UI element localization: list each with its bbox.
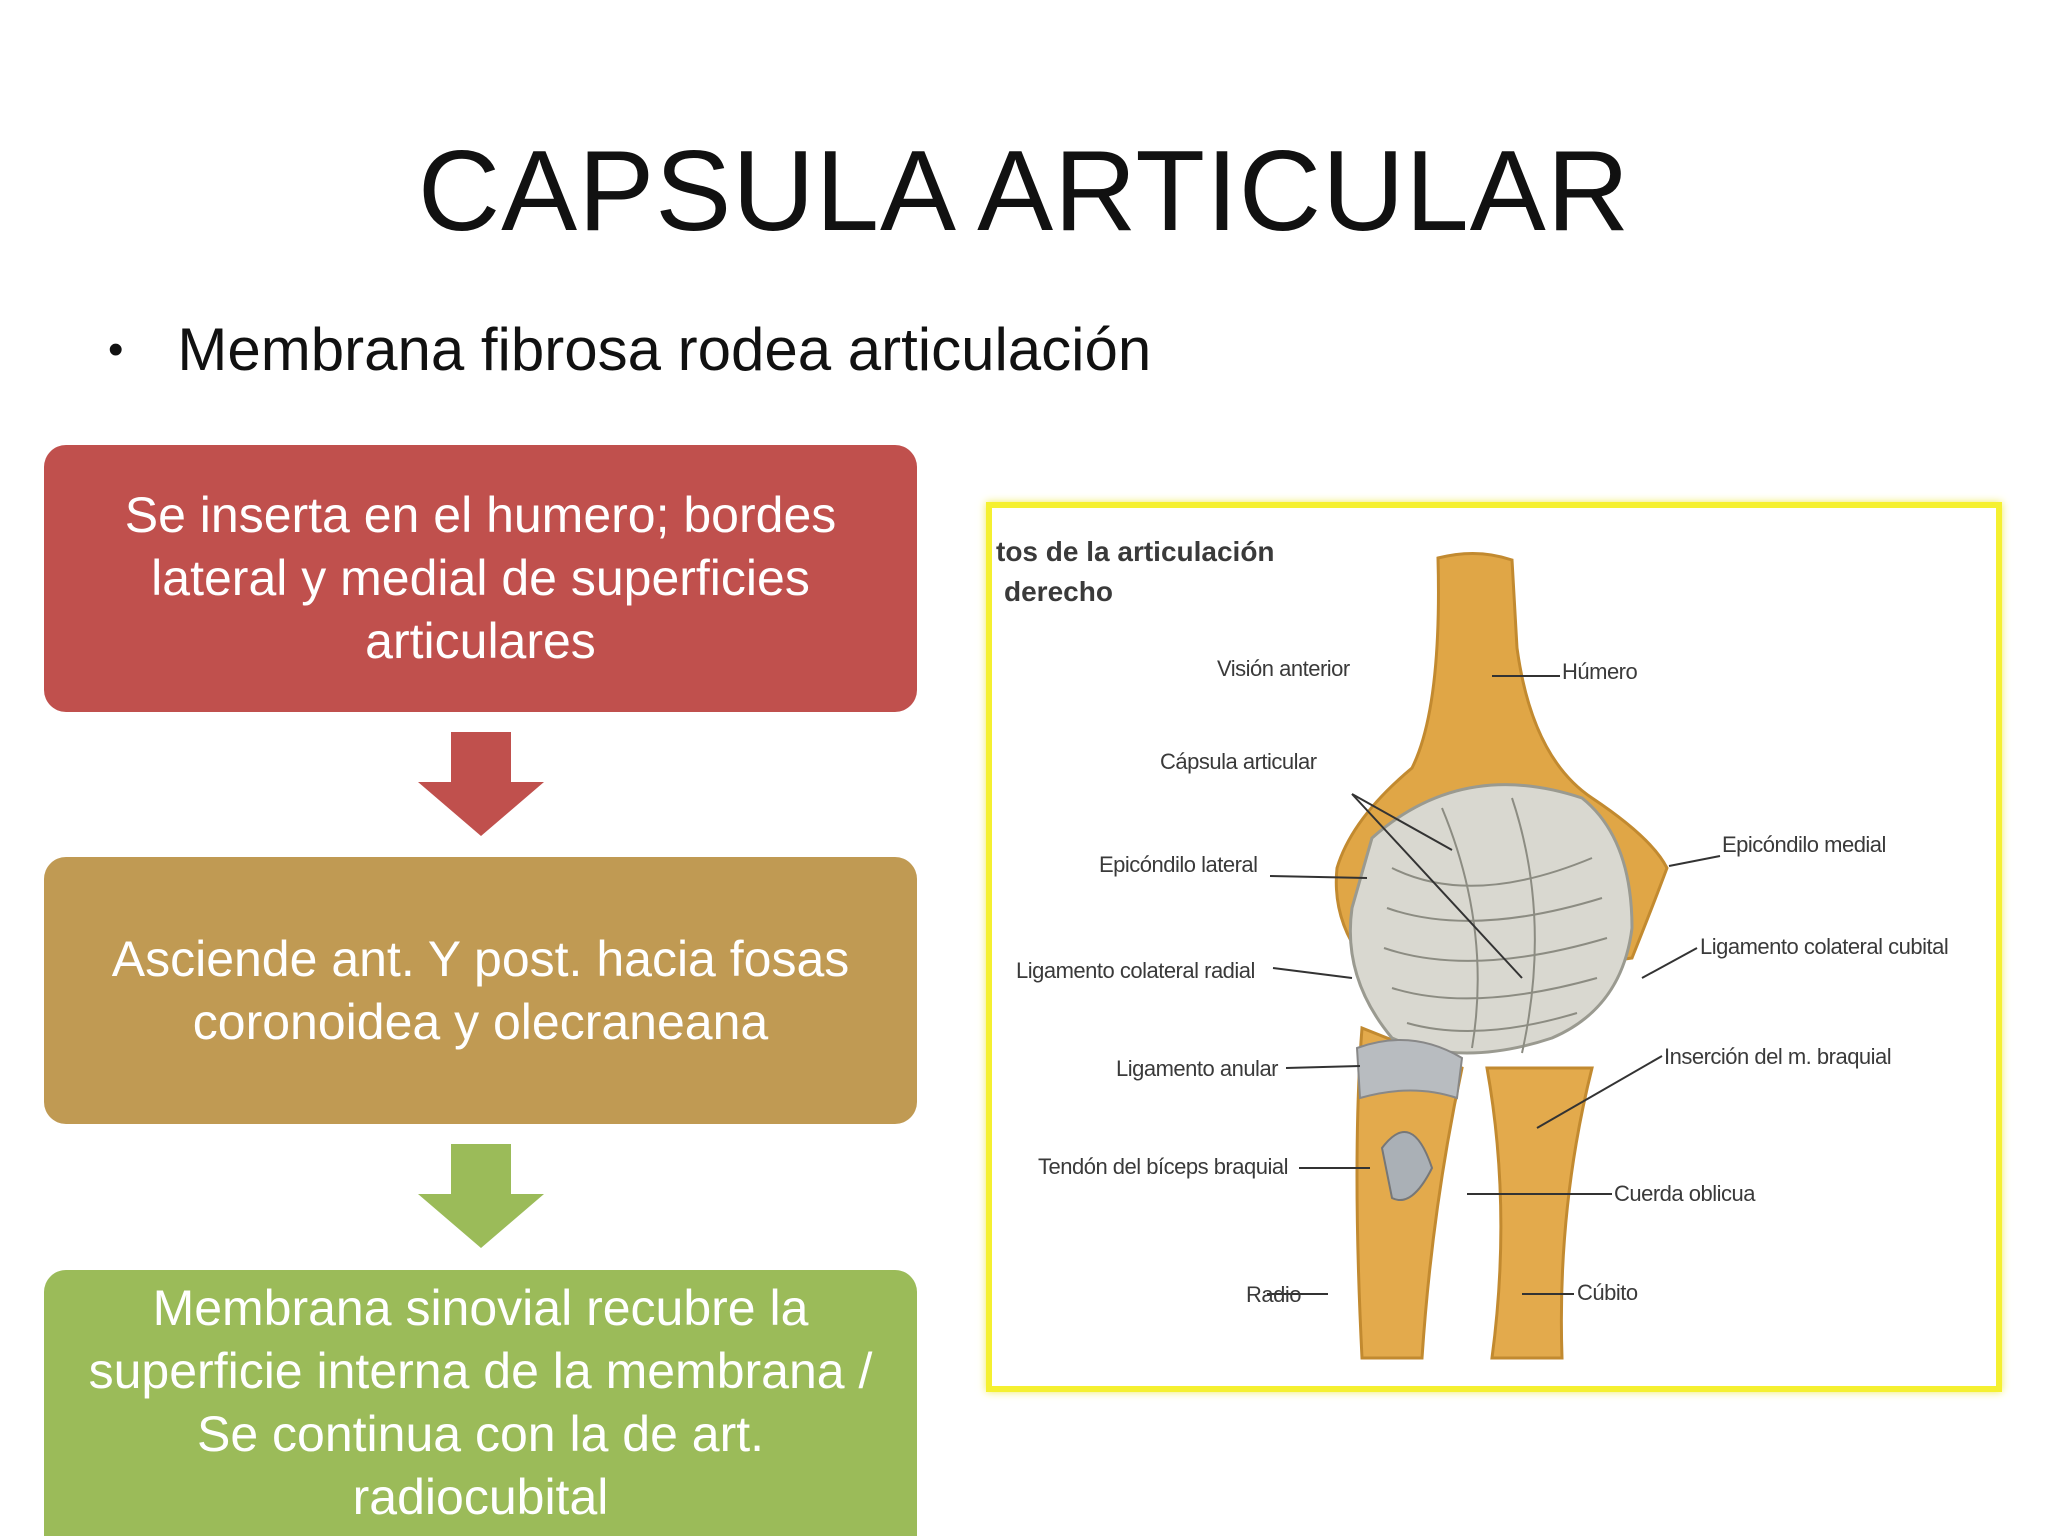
- label-vision-anterior: Visión anterior: [1217, 656, 1350, 681]
- figure-caption: derecho: [1004, 576, 1113, 607]
- bullet-text: Membrana fibrosa rodea articulación: [177, 316, 1152, 383]
- label-humero: Húmero: [1562, 659, 1638, 684]
- figure-caption: tos de la articulación: [996, 536, 1275, 567]
- flow-box-ascent: Asciende ant. Y post. hacia fosas corono…: [44, 857, 917, 1124]
- label-epicondilo-lateral: Epicóndilo lateral: [1099, 852, 1258, 877]
- flow-box-synovial: Membrana sinovial recubre la superficie …: [44, 1270, 917, 1536]
- label-cuerda-oblicua: Cuerda oblicua: [1614, 1181, 1755, 1206]
- bullet-marker: •: [108, 325, 124, 374]
- slide-title: CAPSULA ARTICULAR: [417, 128, 1631, 255]
- down-arrow-icon: [418, 732, 544, 836]
- label-tendon-biceps: Tendón del bíceps braquial: [1038, 1154, 1288, 1179]
- label-ligamento-colateral-cubital: Ligamento colateral cubital: [1700, 934, 1949, 959]
- down-arrow-icon: [418, 1144, 544, 1248]
- flow-box-insertion: Se inserta en el humero; bordes lateral …: [44, 445, 917, 712]
- label-ligamento-anular: Ligamento anular: [1116, 1056, 1279, 1081]
- label-cubito: Cúbito: [1577, 1280, 1638, 1305]
- label-epicondilo-medial: Epicóndilo medial: [1722, 832, 1886, 857]
- elbow-anatomy-illustration: tos de la articulación derecho Visión an…: [986, 502, 2002, 1392]
- label-ligamento-colateral-radial: Ligamento colateral radial: [1016, 958, 1255, 983]
- label-radio: Radio: [1246, 1282, 1301, 1307]
- bullet-point: • Membrana fibrosa rodea articulación: [108, 320, 1151, 380]
- elbow-joint-drawing: [1267, 551, 1721, 1360]
- label-insercion-braquial: Inserción del m. braquial: [1664, 1044, 1892, 1069]
- label-capsula-articular: Cápsula articular: [1160, 749, 1317, 774]
